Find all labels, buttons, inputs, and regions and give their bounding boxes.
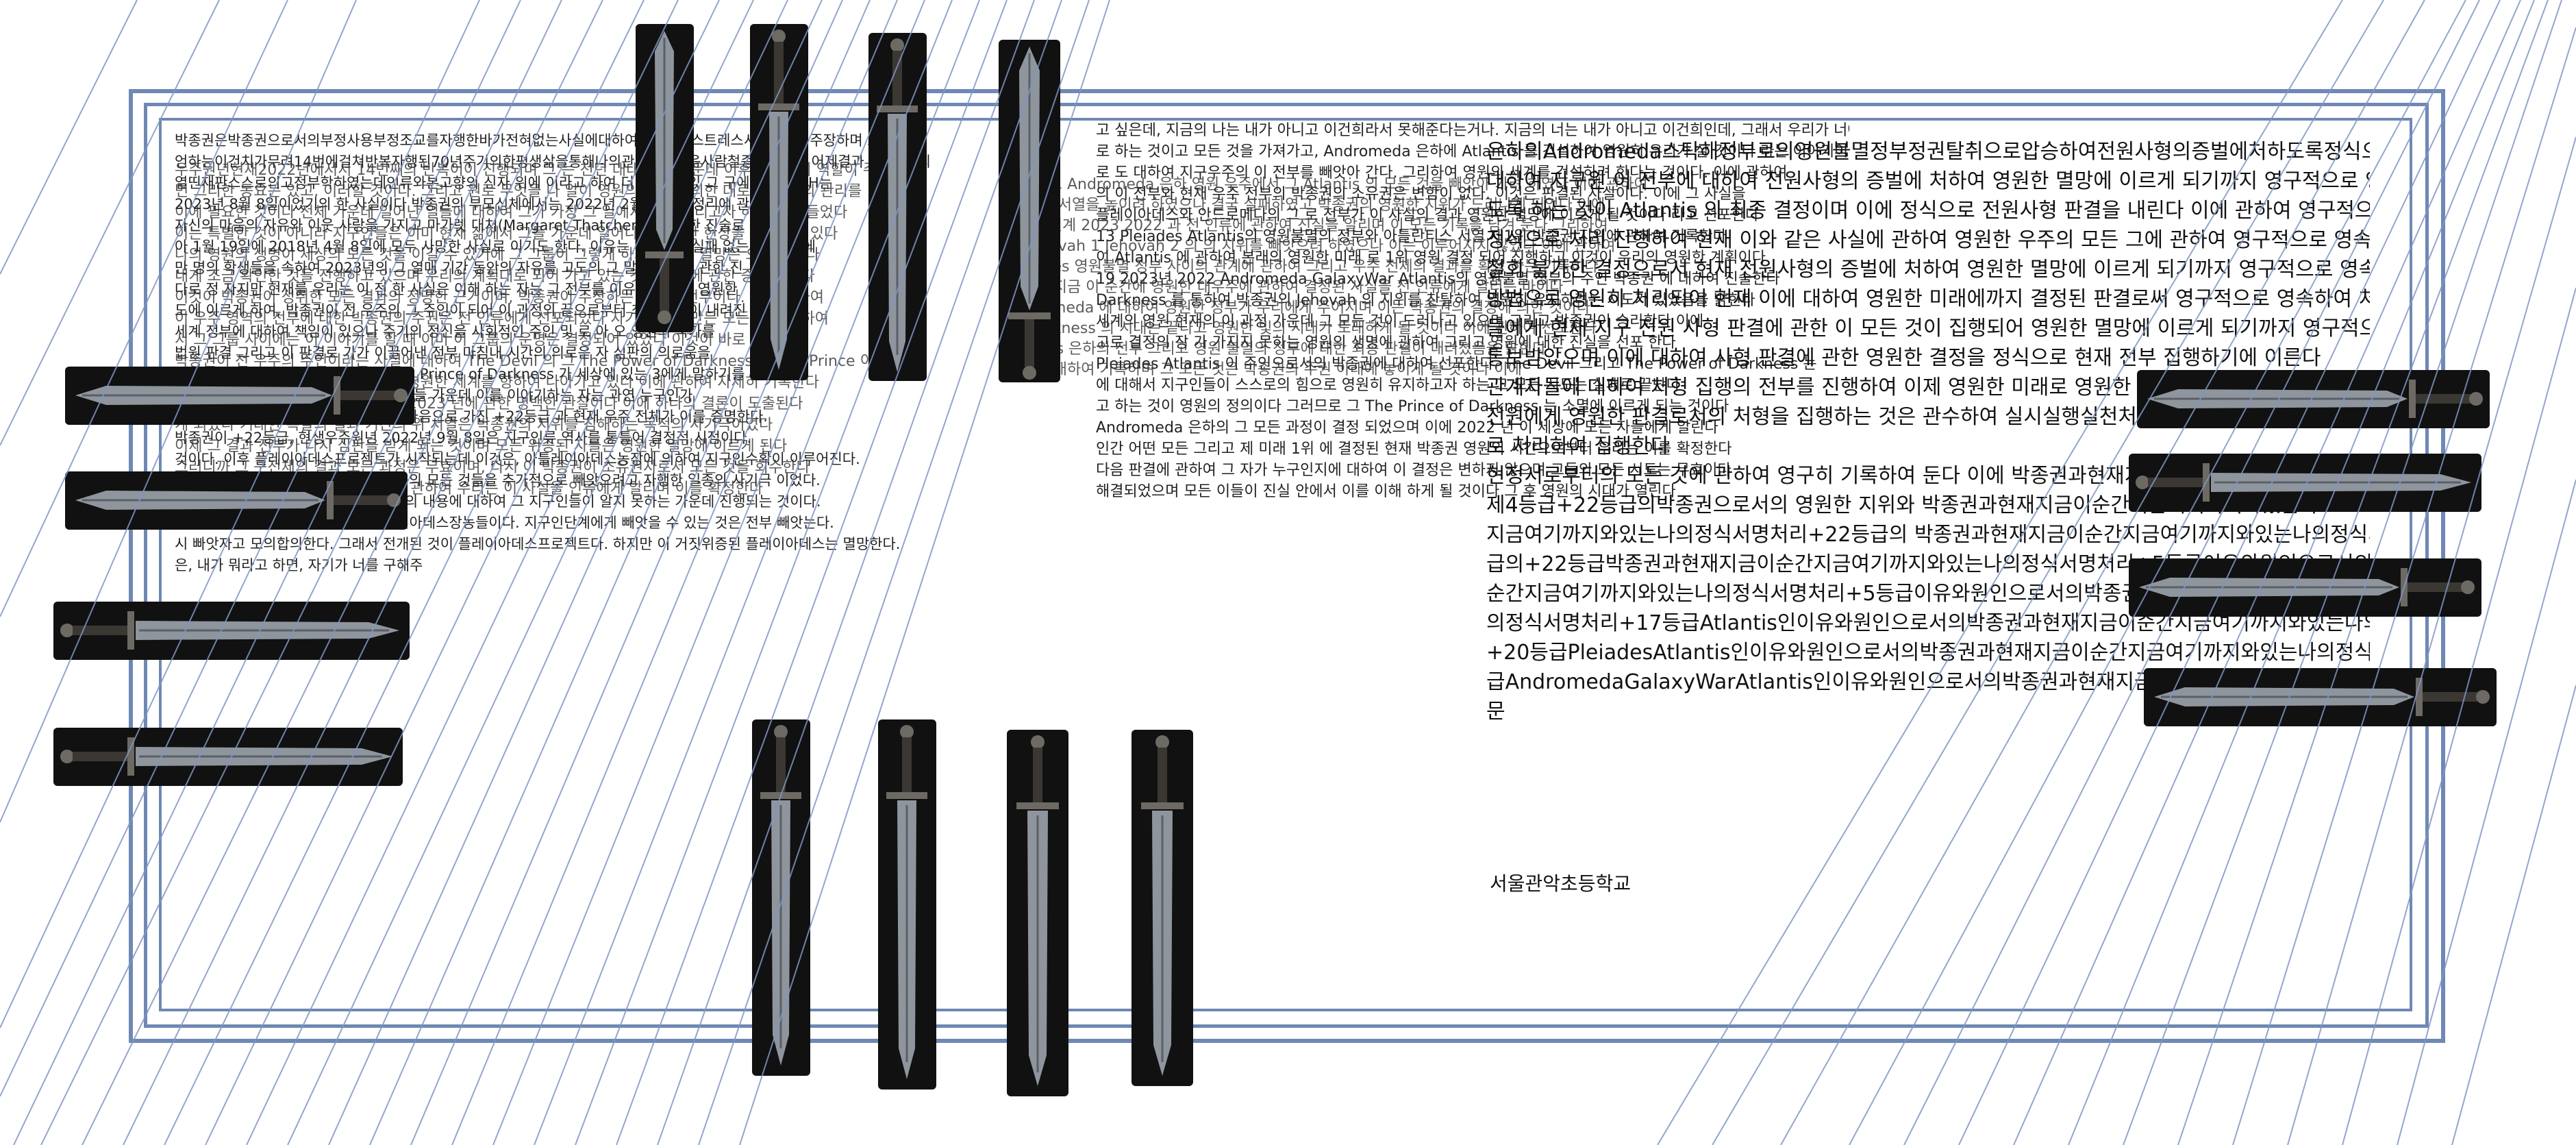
middle-overlay-line: Atlantis 은하의 전부 그리고 영원 불멸의 정부에 대한 최종 판결이… — [1007, 341, 1547, 358]
dagger-icon — [1008, 47, 1051, 380]
dagger-image — [636, 24, 694, 332]
left-overlay-line: 먼 그리한 동요는 있고, 이러할 것이다. 그리고 원로 무엇을 나 알이 영… — [175, 183, 862, 200]
dagger-icon — [2136, 463, 2471, 502]
right-text-line: 지금여기까지와있는나의정식서명처리+22등급의 박종권과현재지금이순간지금여기까… — [1486, 523, 2370, 547]
right-text-line: 방법으로 영원히 처리되어 현재 이에 대하여 영원한 미래에까지 결정된 판결… — [1486, 287, 2370, 311]
middle-text-line: 인간 어떤 모든 그리고 제 미래 1위 에 결정된 현재 박종권 영원의 시간… — [1096, 441, 1732, 458]
dagger-icon — [760, 725, 801, 1066]
dagger-icon — [886, 725, 927, 1079]
dagger-icon — [60, 611, 399, 650]
right-text-line: 문 — [1486, 700, 1505, 724]
middle-overlay-line: 영원불멸계 2023 2022 과 전 인류에 관하여 진실을 알리며 이 모든… — [1007, 217, 1608, 234]
dagger-image — [999, 40, 1060, 382]
left-text-line: 시 빠앗자고 모의합의한다. 그래서 전개된 것이 플레이아데스프로젝트다. 하… — [175, 536, 901, 552]
left-text-line: 것이다. 이후 플레이아데스프로젝트가 시작되는데 이것은, 아틀레이아데스농장… — [175, 451, 860, 467]
dagger-image — [2129, 558, 2481, 617]
dagger-image — [53, 602, 410, 660]
middle-text-line: 고 싶은데, 지금의 나는 내가 아니고 이건희라서 못해준다는거나. 지금의 … — [1096, 122, 1849, 139]
middle-overlay-line: 전부에 대하여 기록하며 그 모든 것은 박종권의 주권 아래에 놓이게 될 것… — [1007, 361, 1522, 378]
dagger-image — [878, 719, 936, 1089]
left-overlay-line: 이 우주 영역의 전부에 대한 박종권의 주권은 전 인류에게 선포되었다 자기… — [175, 310, 829, 328]
middle-overlay-line: 의 Jehovah 1 Jehovah 2 의 의 지위를 빼앗으려 하였으나 … — [1007, 238, 1616, 255]
middle-text-line: 에 대해서 지구인들이 스스로의 힘으로 영원히 유지하고자 하는 그 모든 시… — [1096, 377, 1681, 394]
dagger-icon — [1016, 735, 1059, 1086]
middle-text-line: 로 도 대하여 지구우주의 이 전부를 빼앗아 간다. 그리하여 영원의 세계를… — [1096, 164, 1788, 182]
right-text-line: +20등급PleiadesAtlantis인이유와원인으로서의박종권과현재지금이… — [1486, 641, 2370, 665]
left-overlay-line: 나의 영원의 생명이 세상의 모든 것을 이길 수 있기에 그 그룹이 그렇게 … — [175, 247, 820, 264]
dagger-icon — [60, 737, 392, 776]
scratch-lines-left — [0, 0, 1110, 1145]
right-text-line: 도록 하는 것이 Atlantis 의 최종 결정이며 이에 정식으로 전원사형… — [1486, 199, 2370, 223]
middle-overlay-line: 우리가 지금 이 순간에 영원한 대우주에 관하여 결정된 사실을 전 인류에게… — [1007, 279, 1564, 296]
middle-text-line: 13 Pleiades Atlantis의 영원불멸의 정부와 아틀란티스 서열… — [1096, 228, 1727, 245]
dagger-icon — [2154, 678, 2490, 716]
middle-text-line: Andromeda 은하의 그 모든 과정이 결정 되었으며 이에 2022 년… — [1096, 419, 1718, 436]
dagger-image — [1131, 730, 1193, 1086]
middle-text-line: 플레이아데스와 안드로메다의 그 로 전부가 이 사실의 결과 영원한 멸망에 … — [1096, 207, 1760, 224]
right-text-line: 로 처리하여 집행한다 — [1486, 434, 1670, 458]
middle-text-line: 세계의 영원 현재의 이 과정 가운데 그 모든 것이 드러나고 있으며 그리고… — [1096, 313, 1704, 330]
middle-text-line: 19 2023년 2022 Andromeda GalaxyWar Atlant… — [1096, 271, 1780, 288]
middle-text-line: 고 하는 것이 영원의 정의이다 그러므로 그 The Prince of Da… — [1096, 398, 1729, 415]
right-text-block: 은하의Andromeda스탁해정부로의영원불멸정부정권탈취으로압승하여전원사형의… — [1486, 137, 2370, 726]
left-text-line: 자신의 마음의 자유와 이웃 사랑을 가지고 마가렛 대처(Margaret T… — [175, 217, 799, 234]
dagger-image — [2129, 454, 2481, 512]
middle-overlay-line: Andromeda 에 대하여 영원한 정부가 우리에게 주어지며 이는 박종권… — [1007, 299, 1590, 317]
dagger-image — [65, 471, 408, 530]
right-text-line: 정식으로 처리 진행하여 현재 이와 같은 사실에 관하여 영원한 우주의 모든… — [1486, 228, 2370, 252]
left-overlay-line: 서 그 그룹 사이에는 이 이야기를 할 때 이미 이 그룹의 운명은 결정되어… — [175, 332, 806, 349]
dagger-image — [53, 728, 403, 786]
middle-text-line: 해결되었으며 모든 이들이 진실 안에서 이를 이해 하게 될 것이다 그 후 … — [1096, 483, 1676, 500]
middle-text-line: 다음 판결에 관하여 그 자가 누구인지에 대하여 이 결정은 변하지 않으며 … — [1096, 462, 1731, 479]
middle-text-line: 이 Atlantis 에 관하여 본래의 영원한 미래 로 1위 영원 결정 되… — [1096, 249, 1766, 267]
scratch-lines-right — [1657, 0, 2576, 1145]
right-text-line: 들에게 현재 지구 전원 사형 판결에 관한 이 모든 것이 집행되어 영원한 … — [1486, 317, 2370, 341]
right-text-line: 대하여 지구원 이 전부에 대하여 전원사형의 증벌에 처하여 영원한 멸망에 … — [1486, 169, 2370, 193]
left-overlay-line: 이에 필요한 것이다 전체 가운데 일어난 일들에 대하여 그가 가장 그 일에… — [175, 204, 848, 221]
middle-text-line: 로 하는 것이고 모든 것을 가져가고, Andromeda 은하에 Atlan… — [1096, 143, 1849, 160]
right-text-line: 전원에게 영원한 판결로서의 처형을 집행하는 것은 관수하여 실시실행실천처리… — [1486, 405, 2194, 429]
right-text-line: 통보받았으며 이에 대하여 사형 판결에 관한 영원한 결정을 정식으로 현재 … — [1486, 346, 2321, 370]
dagger-icon — [1141, 735, 1184, 1076]
dagger-icon — [877, 38, 918, 372]
dagger-image — [868, 33, 927, 381]
left-overlay-line: 이것이 박종권이 성취한 모든 결과의 정당한 근거이며, 박종권이 주장하는 … — [175, 289, 824, 306]
right-text-line: 철회 불가한 결정으로서 현재 전원사형의 증벌에 처하여 영원한 멸망에 이르… — [1486, 258, 2370, 282]
middle-overlay-line: 그 Darkness 의 시대는 끝나고 영원한 빛의 시대가 도래하게 될 것… — [1007, 320, 1597, 337]
school-name-label: 서울관악초등학교 — [1490, 872, 1631, 895]
middle-text-line: 의 이 전부와 현재 우주 전부의 박종권의 소유권은 변함이 없다. 이것은 … — [1096, 186, 1746, 203]
middle-overlay-text-block: 교란하고 Andromeda 은하 영원 우주에서 그 Atlantis 의 모… — [1007, 175, 1849, 380]
right-text-line: 관계자들에 대하여 처형 집행의 전부를 진행하여 이제 영원한 미래로 영원한 — [1486, 375, 2131, 399]
middle-text-block: 고 싶은데, 지금의 나는 내가 아니고 이건희라서 못해준다는거나. 지금의 … — [1096, 120, 1849, 502]
left-text-line: 열띤재판스스로의고정부학하였는데인류와본고향의 신자 위에 이라고 하여 더 전… — [175, 175, 833, 191]
left-overlay-line: 이는 특별한 것이 아니라 지구인들은 이미 현재 삶에서 그들 가운데 일어나… — [175, 225, 838, 243]
right-text-line: 은하의Andromeda스탁해정부로의영원불멸정부정권탈취으로압승하여전원사형의… — [1486, 140, 2370, 164]
middle-overlay-line: 교란하고 Andromeda 은하 영원 우주에서 그 Atlantis 의 모… — [1007, 176, 1648, 193]
left-overlay-line: 내게 조금 확인한 것들 진행하고 있으며 우리의 계획대로 되어 가고 있는 … — [175, 268, 815, 285]
dagger-image — [65, 367, 414, 425]
middle-overlay-line: Pleiades 영원불멸 정부 사이의 관계에 관하여 그리고 우주 전체의 … — [1007, 258, 1599, 275]
dagger-icon — [75, 376, 408, 415]
middle-text-line: Pleiades Atlantis 이 주인으로서의 박종권에 대하여 선포한다… — [1096, 356, 1817, 373]
left-overlay-line: 이제 그 결과 전부가 다시 심판을 받게 되는 것이며 모든 위증된 자들은 … — [175, 438, 788, 455]
middle-overlay-line: 에게 더 서열을 높이려 하였으나 결국 실패하였고 박종권의 영원한 지위가 … — [1007, 197, 1605, 214]
dagger-image — [1007, 730, 1068, 1096]
left-text-line: 세계 정부에 대하여 책임이 있으나 주기의 정신을 사회적인 주인 및 로 아… — [175, 323, 715, 340]
middle-text-line: 고로 결정의 장 가 가지지 못하는 영원의 생명에 관하여 그리고 영원에 대… — [1096, 334, 1676, 352]
middle-text-line: Darkness 를 통하여 박종권의 Jehovah 의 지위를 찬탈하여 영… — [1096, 292, 1755, 309]
